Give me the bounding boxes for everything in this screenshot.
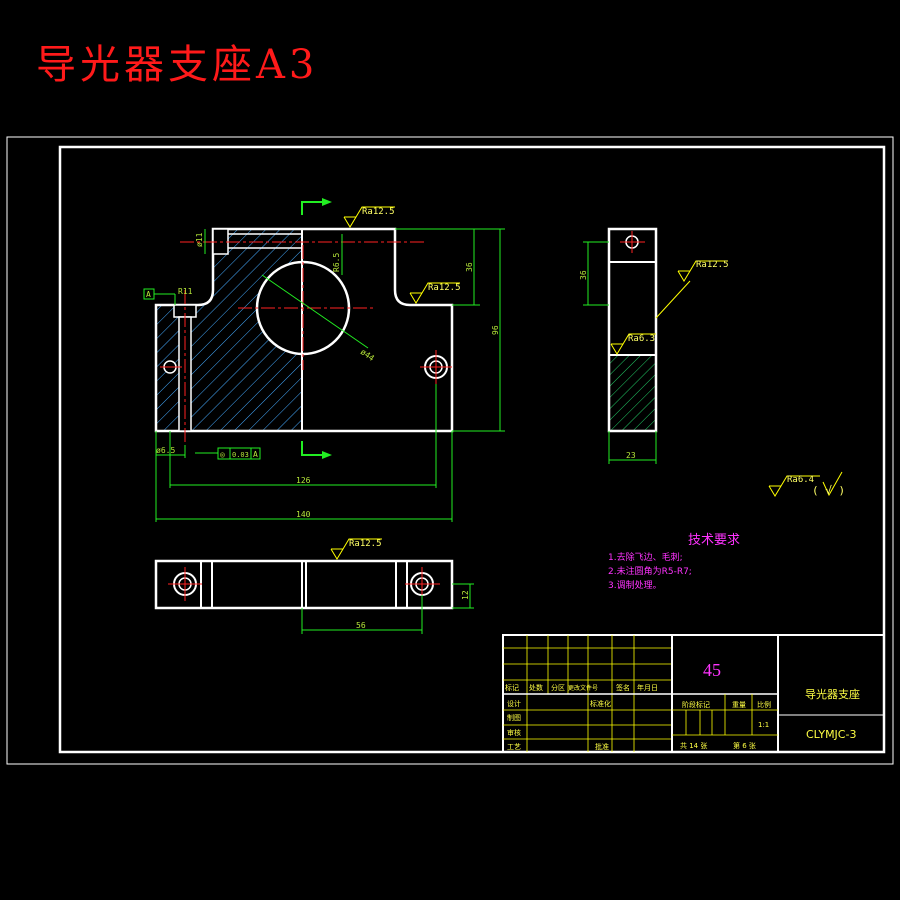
dim-side-h: 36 (579, 270, 588, 280)
dim-r65: R6.5 (332, 253, 341, 272)
side-outline (607, 227, 658, 433)
front-outline (154, 227, 454, 433)
roughness-top: Ra12.5 (362, 207, 395, 217)
tech-requirements: 技术要求 1.去除飞边、毛刺; 2.未注圆角为R5-R7; 3.调制处理。 (608, 533, 740, 591)
dim-s65: ø6.5 (156, 446, 175, 455)
roughness-bottom: Ra12.5 (349, 539, 382, 549)
tb-row-check: 审核 (507, 728, 521, 737)
drawing-title: 导光器支座A3 (36, 42, 319, 88)
roughness-side: Ra12.5 (696, 260, 729, 270)
general-roughness: Ra6.4 ( √ ) (768, 471, 845, 497)
tb-scale-label: 比例 (757, 700, 771, 709)
tech-req-item-3: 3.调制处理。 (608, 579, 662, 591)
tolerance-value: 0.03 (232, 451, 249, 459)
tb-scale-value: 1:1 (758, 721, 769, 729)
title-block: 标记 处数 分区 更改文件号 签名 年月日 设计 制图 审核 工艺 标准化 批准… (502, 634, 885, 753)
tb-col-2: 处数 (529, 683, 543, 692)
tech-req-title: 技术要求 (688, 533, 740, 548)
tb-approve: 批准 (595, 742, 609, 751)
roughness-general: Ra6.4 (787, 475, 814, 485)
tb-material: 45 (703, 660, 721, 680)
tb-col-4: 更改文件号 (568, 684, 598, 692)
dim-r11: R11 (178, 287, 193, 296)
tb-row-process: 工艺 (507, 743, 521, 751)
inner-border (58, 145, 886, 754)
tolerance-symbol: ◎ (220, 450, 225, 459)
bottom-view: Ra12.5 56 12 (154, 538, 474, 634)
dim-h96: 96 (491, 325, 500, 335)
tb-row-design: 设计 (507, 699, 521, 708)
tb-weight: 重量 (732, 701, 746, 709)
tolerance-datum: A (253, 450, 258, 459)
outer-border (6, 136, 894, 765)
side-view: 36 23 Ra12.5 Ra6.3 (579, 227, 729, 464)
tb-sheets: 共 14 张 (680, 741, 707, 750)
dim-bot-12: 12 (461, 590, 470, 600)
dim-d11: ø11 (195, 232, 204, 247)
roughness-shoulder: Ra12.5 (428, 283, 461, 293)
tb-stage: 阶段标记 (682, 700, 710, 709)
front-view: Ra12.5 Ra12.5 ø11 R6.5 ø44 A R11 36 96 (143, 198, 505, 522)
dim-w140: 140 (296, 510, 311, 519)
tb-col-6: 年月日 (637, 683, 658, 692)
tb-drawing-no: CLYMJC-3 (806, 728, 856, 741)
dim-bot-56: 56 (356, 621, 366, 630)
tech-req-item-2: 2.未注圆角为R5-R7; (608, 565, 692, 577)
tb-sheet-no: 第 6 张 (733, 741, 756, 750)
tb-row-draw: 制图 (507, 713, 521, 722)
tb-col-1: 标记 (505, 683, 519, 692)
tb-part-name: 导光器支座 (805, 687, 860, 701)
roughness-side-face: Ra6.3 (628, 334, 655, 344)
datum-a-label: A (146, 290, 151, 299)
dim-w126: 126 (296, 476, 311, 485)
tb-col-3: 分区 (551, 683, 565, 692)
roughness-general-suffix: ( √ ) (812, 484, 845, 497)
dim-side-w: 23 (626, 451, 636, 460)
tb-col-5: 签名 (616, 683, 630, 692)
dim-d44: ø44 (359, 347, 376, 363)
dim-h36: 36 (465, 262, 474, 272)
tb-std: 标准化 (590, 699, 611, 708)
tech-req-item-1: 1.去除飞边、毛刺; (608, 551, 683, 563)
